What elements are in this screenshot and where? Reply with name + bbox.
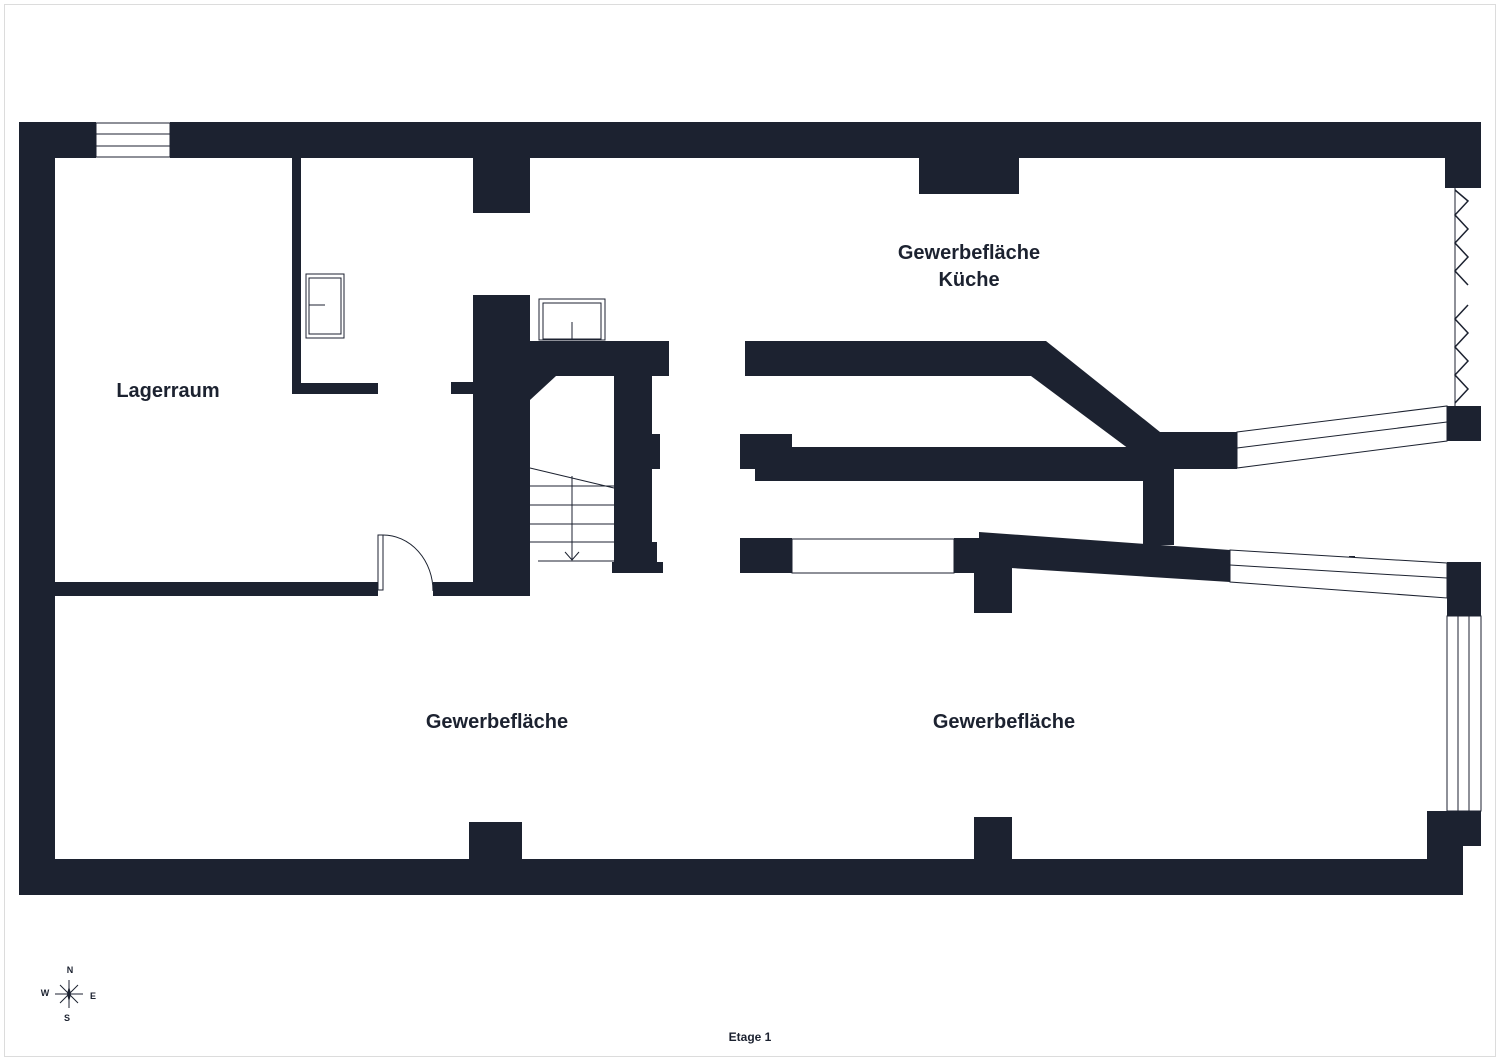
wall-kitchen-diagonal — [1031, 341, 1160, 449]
wall-stair-right-pier — [614, 434, 660, 469]
column-corridor — [974, 565, 1012, 613]
wall-stub-small — [451, 382, 476, 394]
wall-kitchen-bottom — [745, 341, 1046, 376]
room-label-commercial-right: Gewerbefläche — [933, 711, 1075, 733]
folding-doors — [1453, 188, 1470, 406]
wall-stair-chamfer — [530, 376, 556, 400]
fixtures — [305, 273, 606, 341]
window-top-left — [95, 122, 171, 158]
compass-south: S — [64, 1013, 70, 1023]
compass-rose: N E S W — [41, 965, 96, 1023]
wall-right-mid — [1447, 562, 1481, 616]
wall-stair-left — [473, 295, 530, 596]
wall-corridor-left-bottom — [740, 538, 792, 573]
column-bottom-right — [974, 817, 1012, 862]
folding-door-upper — [1453, 189, 1470, 286]
wall-right-top — [1445, 122, 1481, 188]
wall-storage-bottom-right — [433, 582, 478, 596]
room-label-kitchen-line1: Gewerbefläche — [898, 242, 1040, 264]
wall-right-pier — [1447, 406, 1481, 441]
room-label-commercial-left: Gewerbefläche — [426, 711, 568, 733]
compass-west: W — [41, 988, 50, 998]
sink-left-inner — [308, 277, 342, 335]
wall-stair-right-foot — [612, 562, 663, 573]
column-top-right — [919, 156, 1019, 194]
door-swing-arc — [382, 534, 434, 592]
wall-corridor-vertical — [1143, 465, 1174, 545]
wall-bottom — [19, 859, 1463, 895]
room-label-kitchen-line2: Küche — [938, 269, 999, 291]
window-corridor — [791, 538, 955, 574]
page-border — [4, 4, 1496, 1057]
door — [377, 534, 434, 592]
compass-east: E — [90, 991, 96, 1001]
wall-left — [19, 122, 55, 895]
folding-door-lower — [1453, 304, 1470, 404]
wall-storage-stub — [292, 383, 378, 394]
room-label-storage: Lagerraum — [116, 380, 219, 402]
wall-corridor-top — [755, 447, 1153, 481]
wall-storage-bottom — [55, 582, 378, 596]
compass-north: N — [67, 965, 74, 975]
window-right-vertical — [1446, 615, 1482, 812]
wall-storage-vertical — [292, 158, 301, 394]
window-right-slanted-bottom-sash — [1229, 564, 1448, 579]
window-right-slanted-top-sash — [1236, 421, 1448, 449]
windows — [95, 122, 1482, 812]
wall-top — [170, 122, 1481, 158]
stairs — [529, 467, 615, 562]
compass-needle — [67, 986, 71, 1002]
wall-corridor-slanted — [979, 532, 1230, 582]
column-bottom-left — [469, 822, 522, 862]
window-right-slanted-bottom — [1229, 549, 1448, 599]
stair-arrow-head — [564, 551, 580, 561]
walls — [19, 122, 1481, 895]
door-leaf — [377, 534, 384, 591]
column-top-left — [473, 156, 530, 213]
wall-right-corner — [1427, 811, 1463, 895]
window-right-slanted-top — [1236, 405, 1448, 469]
floor-label: Etage 1 — [729, 1030, 772, 1044]
